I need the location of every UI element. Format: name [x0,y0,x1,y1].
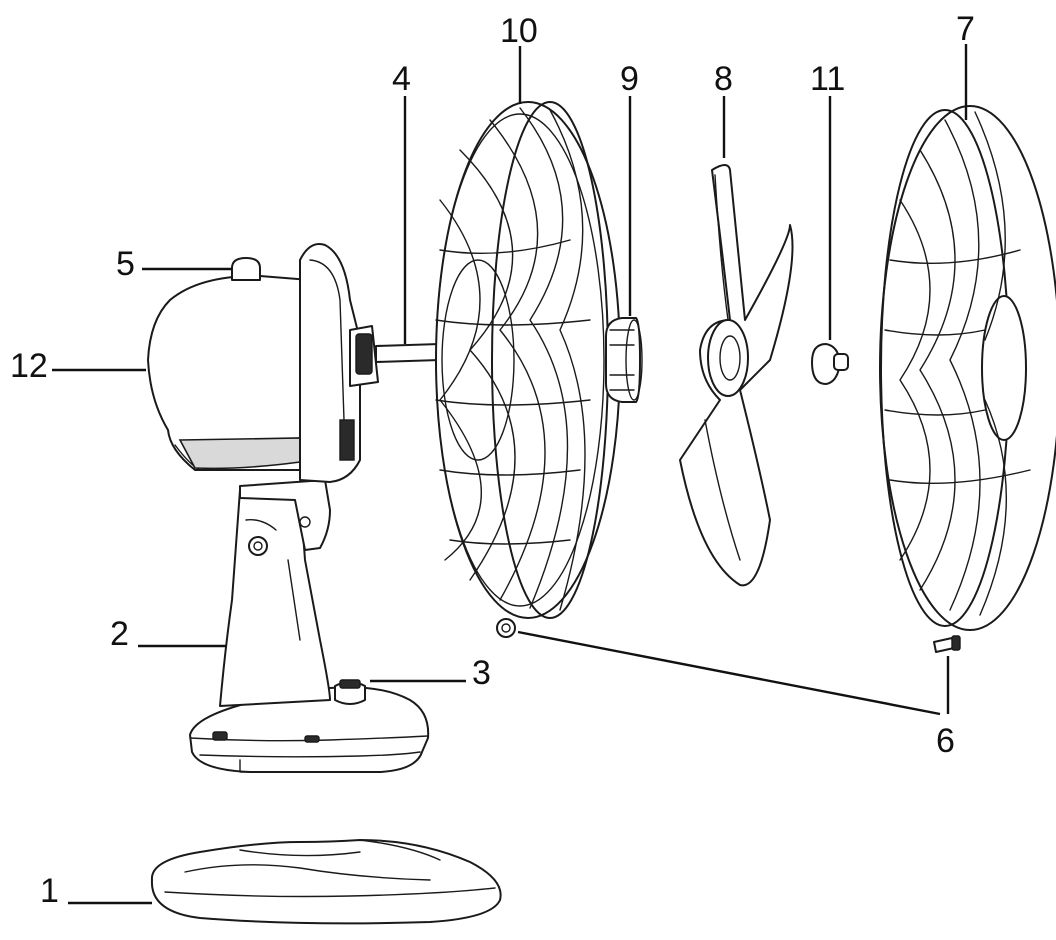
label-7: 7 [956,10,975,48]
label-3: 3 [472,654,491,692]
rear-guard [435,101,621,619]
front-guard [879,105,1056,631]
label-10: 10 [500,12,538,50]
label-11: 11 [810,60,845,98]
label-1: 1 [40,872,59,910]
callout-labels: 1 2 3 4 5 6 7 8 9 10 11 12 [10,10,975,910]
base-plate [150,839,502,925]
label-6: 6 [936,722,955,760]
locking-nut [605,317,643,403]
label-5: 5 [116,245,135,283]
cap-nut [811,343,849,385]
label-8: 8 [714,60,733,98]
motor-shaft [375,343,441,363]
screw-and-nut [496,618,961,653]
label-12: 12 [10,347,48,385]
label-4: 4 [392,60,411,98]
label-2: 2 [110,615,129,653]
motor-housing [147,243,379,483]
switch-knob [334,679,366,705]
fan-blade [679,164,794,587]
stand-body [189,479,430,773]
label-9: 9 [620,60,639,98]
leader-lines [52,44,968,905]
